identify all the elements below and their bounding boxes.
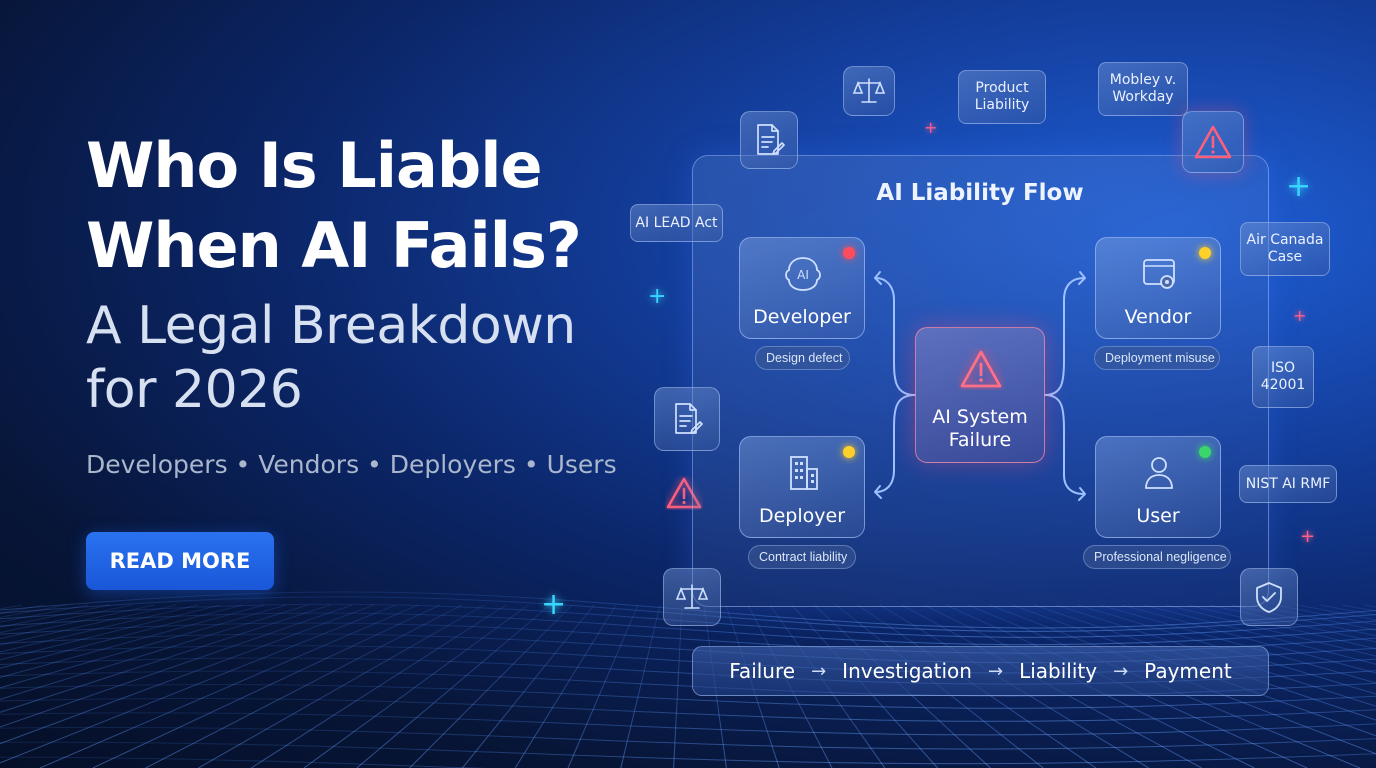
flow-step: Failure [729,659,796,683]
building-icon [790,456,818,490]
tag-label: Liability [974,97,1030,113]
diagram-title: AI Liability Flow [876,180,1084,206]
warning-icon [1194,125,1232,159]
tag-label: AI LEAD Act [635,214,718,231]
shield-check-icon [1256,582,1282,613]
user-icon [1145,457,1173,489]
subtitle-line: A Legal Breakdown [86,296,576,356]
sparkle-icon: + [1300,526,1316,547]
flow-step: Payment [1144,659,1232,683]
status-dot [1199,446,1211,458]
scales-tile[interactable] [843,66,895,116]
page-title: Who Is Liable When AI Fails? [86,126,626,286]
warning-icon [960,350,1002,388]
ai-system-failure-node[interactable]: AI System Failure [915,327,1045,463]
document-edit-icon [675,403,703,434]
status-dot [843,446,855,458]
document-tile[interactable] [654,387,720,451]
tag-label: ISO [1270,360,1296,376]
warning-tile[interactable] [1182,111,1244,173]
status-dot [843,247,855,259]
user-liability-pill: Professional negligence [1083,545,1231,569]
shield-tile[interactable] [1240,568,1298,626]
node-label: Vendor [1124,306,1192,328]
sparkle-icon: + [541,587,567,622]
title-line: When AI Fails? [86,209,582,282]
flow-step: Liability [1019,659,1098,683]
scales-tile[interactable] [663,568,721,626]
tag-label: 42001 [1260,377,1306,393]
subtitle-line: for 2026 [86,360,303,420]
svg-text:AI: AI [797,268,809,282]
node-label: Deployer [758,505,846,527]
liability-process-bar: Failure → Investigation → Liability → Pa… [692,646,1269,696]
ai-lead-act-tag[interactable]: AI LEAD Act [630,204,723,242]
sparkle-icon: + [1293,306,1307,325]
node-label: Developer [753,306,851,328]
vendor-liability-pill: Deployment misuse [1094,346,1220,370]
tag-label: Air Canada [1246,232,1324,248]
roles-list: Developers • Vendors • Deployers • Users [86,450,617,479]
read-more-button[interactable]: READ MORE [86,532,274,590]
arrow-right-icon: → [811,660,827,682]
browser-gear-icon [1143,259,1175,289]
sparkle-icon: + [924,118,938,137]
developer-liability-pill: Design defect [755,346,850,370]
user-node[interactable]: User [1095,436,1221,538]
tag-label: Workday [1112,89,1174,105]
tag-label: Case [1267,249,1303,265]
title-line: Who Is Liable [86,129,543,202]
tag-label: Mobley v. [1109,72,1177,88]
vendor-node[interactable]: Vendor [1095,237,1221,339]
flow-step: Investigation [842,659,972,683]
nist-ai-rmf-tag[interactable]: NIST AI RMF [1239,465,1337,503]
deployer-liability-pill: Contract liability [748,545,856,569]
tag-label: NIST AI RMF [1245,475,1331,492]
tag-label: Product [975,80,1029,96]
node-label: AI System Failure [916,406,1044,452]
arrow-right-icon: → [987,660,1004,682]
deployer-node[interactable]: Deployer [739,436,865,538]
mobley-workday-tag[interactable]: Mobley v. Workday [1098,62,1188,116]
center-line: Failure [948,429,1012,451]
ai-brain-icon: AI [785,257,821,291]
iso-42001-tag[interactable]: ISO 42001 [1252,346,1314,408]
developer-node[interactable]: AI Developer [739,237,865,339]
status-dot [1199,247,1211,259]
page-subtitle: A Legal Breakdown for 2026 [86,294,646,422]
warning-icon [666,477,702,509]
scales-icon [852,78,886,103]
sparkle-icon: + [1286,169,1312,204]
document-edit-icon [757,124,785,155]
center-line: AI System [932,406,1028,428]
air-canada-case-tag[interactable]: Air Canada Case [1240,222,1330,276]
document-tile[interactable] [740,111,798,169]
sparkle-icon: + [648,284,667,309]
product-liability-tag[interactable]: Product Liability [958,70,1046,124]
node-label: User [1136,505,1180,527]
scales-icon [675,584,709,609]
arrow-right-icon: → [1113,660,1129,682]
